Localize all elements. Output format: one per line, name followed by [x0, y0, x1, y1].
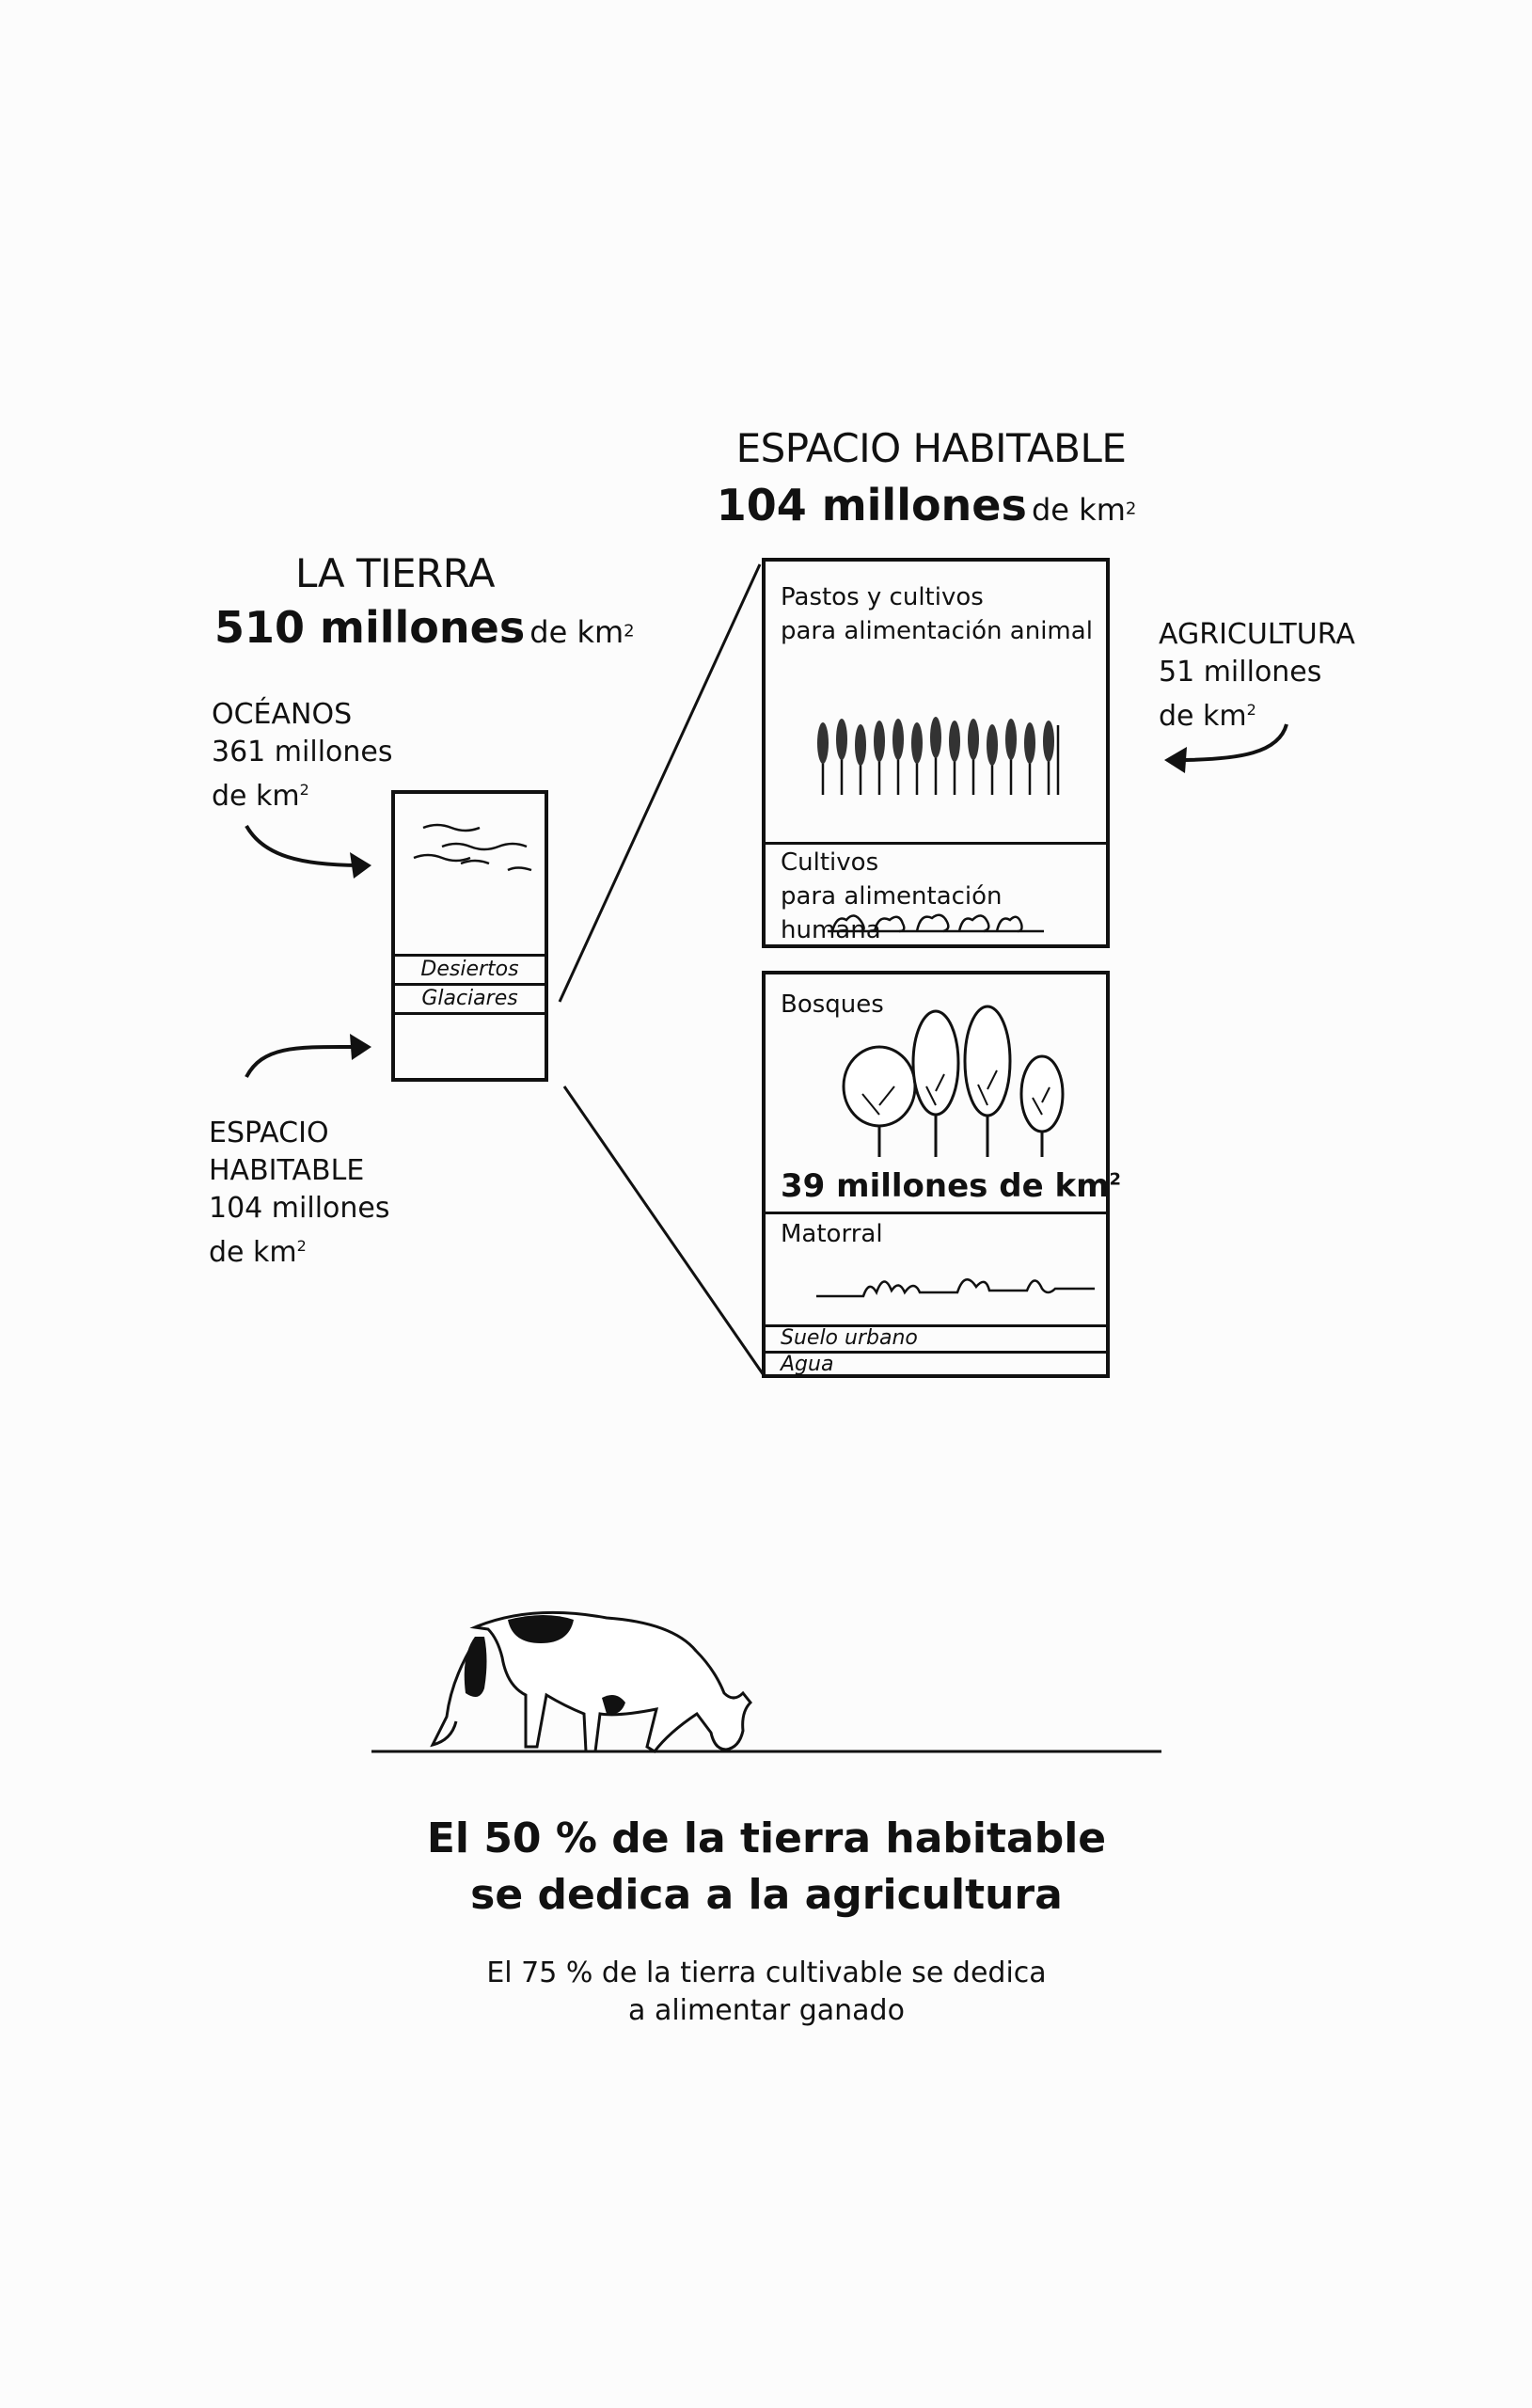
land-box: Bosques 39 millones de km2 Matorral Suel…: [762, 971, 1121, 1378]
habitable-area-unit: de km: [1031, 492, 1126, 528]
footer-headline-line1: El 50 % de la tierra habitable: [426, 1814, 1107, 1862]
pasture-label: Pastos y cultivos para alimentación anim…: [781, 583, 1093, 645]
water-label: Agua: [781, 1353, 834, 1376]
oceans-arrow: [245, 824, 363, 867]
forests-label: Bosques: [781, 990, 884, 1019]
oceans-unit: de km2: [212, 780, 309, 813]
agriculture-value: 51 millones: [1159, 656, 1322, 689]
agriculture-box: Pastos y cultivos para alimentación anim…: [762, 558, 1110, 948]
funnel-line-bottom: [562, 1085, 766, 1376]
deserts-label: Desiertos: [420, 958, 519, 981]
habitable-arrow: [245, 1044, 363, 1078]
funnel-line-top: [558, 563, 762, 1003]
footer-caption-line2: a alimentar ganado: [628, 1994, 905, 2027]
footer-caption: El 75 % de la tierra cultivable se dedic…: [376, 1955, 1157, 2030]
wheat-heads: [817, 717, 1054, 766]
urban-label: Suelo urbano: [781, 1326, 918, 1350]
trees-drawing: [842, 1005, 1065, 1157]
oceans-label: OCÉANOS: [212, 698, 353, 731]
tree-branches: [861, 1069, 1050, 1116]
habitable-label-block: ESPACIO HABITABLE 104 millones de km2: [209, 1115, 434, 1272]
habitable-area-value: 104 millones: [716, 480, 1027, 531]
earth-area: 510 millones de km2: [214, 602, 635, 653]
crops-drawing: [828, 913, 1044, 933]
earth-area-unit: de km: [529, 614, 624, 650]
agriculture-arrow: [1175, 723, 1288, 762]
habitable-label-line2: HABITABLE: [209, 1154, 365, 1187]
cow-drawing: [371, 1610, 1161, 1754]
agriculture-label-block: AGRICULTURA 51 millones de km2: [1159, 616, 1403, 736]
footer-caption-line1: El 75 % de la tierra cultivable se dedic…: [486, 1956, 1047, 1989]
footer-headline-line2: se dedica a la agricultura: [470, 1871, 1063, 1919]
habitable-area: 104 millones de km2: [716, 480, 1137, 531]
ocean-waves: [413, 823, 532, 872]
scrub-drawing: [816, 1278, 1095, 1298]
agriculture-arrow-head: [1164, 747, 1187, 773]
agriculture-unit: de km2: [1159, 700, 1256, 733]
oceans-value: 361 millones: [212, 736, 393, 768]
oceans-arrow-head: [350, 852, 371, 879]
habitable-arrow-head: [350, 1034, 371, 1060]
forests-value: 39 millones de km2: [781, 1167, 1122, 1205]
habitable-unit: de km2: [209, 1236, 307, 1269]
footer-headline: El 50 % de la tierra habitable se dedica…: [376, 1811, 1157, 1924]
habitable-value: 104 millones: [209, 1192, 390, 1225]
shrub-label: Matorral: [781, 1220, 883, 1248]
habitable-label-line1: ESPACIO: [209, 1117, 329, 1149]
oceans-label-block: OCÉANOS 361 millones de km2: [212, 696, 419, 816]
earth-column: Desiertos Glaciares: [391, 790, 548, 1082]
agriculture-label: AGRICULTURA: [1159, 618, 1355, 651]
crops-label: Cultivos para alimentación humana: [781, 848, 1003, 944]
glaciers-label: Glaciares: [421, 987, 518, 1010]
habitable-title: ESPACIO HABITABLE: [735, 425, 1127, 471]
earth-area-value: 510 millones: [214, 602, 526, 653]
earth-title: LA TIERRA: [295, 550, 495, 596]
